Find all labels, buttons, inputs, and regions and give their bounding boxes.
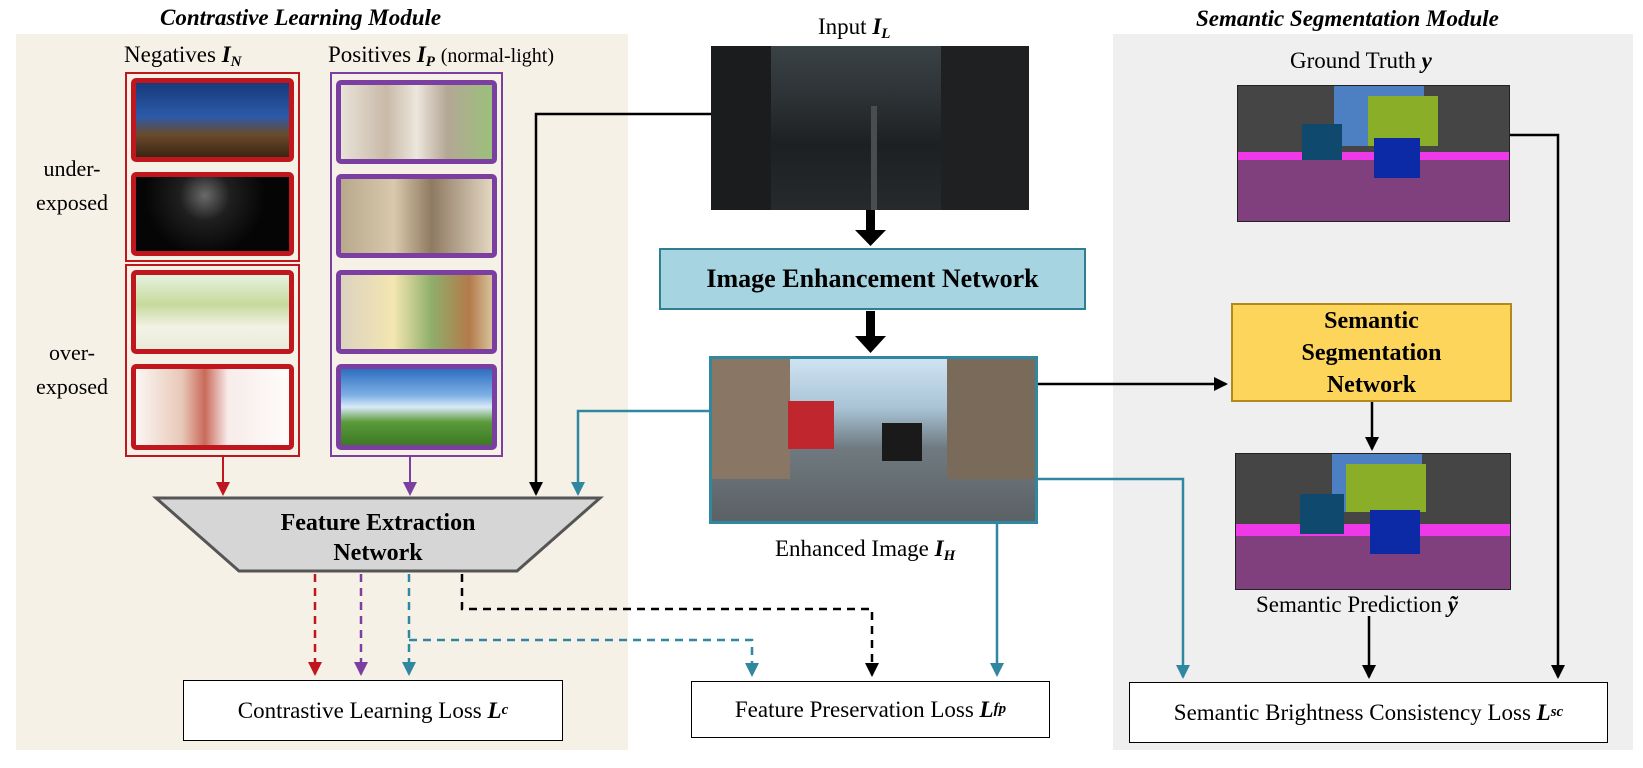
enhanced-image-street [709, 356, 1038, 524]
input-to-enhancement-arrow [855, 210, 886, 246]
contrastive-module-title: Contrastive Learning Module [160, 5, 442, 30]
ground-truth-to-semantic-loss-arrow [1510, 133, 1565, 679]
negative-image-dark-room [131, 172, 294, 256]
positives-group [330, 72, 503, 457]
input-label: Input IL [818, 14, 891, 42]
over-exposed-label: over- exposed [35, 340, 109, 399]
ground-truth-segmentation-map [1237, 85, 1510, 222]
negatives-label: Negatives IN [124, 42, 242, 70]
negative-image-overexposed-ruins [131, 364, 294, 450]
feature-black-to-feature-loss [460, 574, 879, 677]
positive-image-windmill [336, 364, 497, 450]
enhanced-to-feature-arrow [571, 409, 709, 496]
enhancement-to-enhanced-arrow [855, 311, 886, 353]
over-exposed-group [125, 264, 300, 457]
feature-teal-to-feature-loss [409, 638, 759, 677]
semantic-prediction-map [1235, 453, 1511, 590]
feature-extraction-network-label: Feature Extraction Network [280, 510, 476, 566]
semantic-prediction-label: Semantic Prediction ỹ [1256, 592, 1458, 617]
segmentation-module-title: Semantic Segmentation Module [1196, 6, 1499, 31]
positive-image-courtyard [336, 174, 497, 258]
negative-image-desert-night [131, 78, 294, 162]
under-exposed-label: under- exposed [35, 156, 109, 215]
positives-label: Positives IP (normal-light) [328, 42, 555, 70]
image-enhancement-network: Image Enhancement Network [659, 248, 1086, 310]
under-exposed-group [125, 72, 300, 262]
negative-image-overexposed-garden [131, 270, 294, 354]
positive-image-colonnade [336, 270, 497, 354]
ground-truth-label: Ground Truth y [1290, 48, 1432, 73]
positive-image-statue [336, 80, 497, 164]
input-to-feature-arrow [529, 112, 711, 496]
feature-extraction-network-shape [152, 496, 604, 573]
input-image-dark-street [711, 46, 1029, 210]
semantic-segmentation-network: Semantic Segmentation Network [1231, 303, 1512, 402]
contrastive-module-panel [16, 34, 628, 750]
enhanced-to-semantic-loss-arrow [1038, 477, 1190, 679]
enhanced-image-label: Enhanced Image IH [775, 536, 956, 564]
